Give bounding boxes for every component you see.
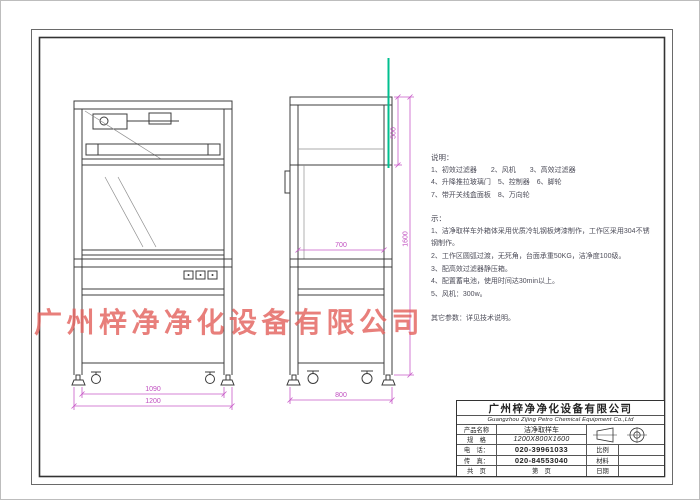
- notes-parts-line: 4、升降推拉玻璃门 5、控制器 6、脚轮: [431, 179, 562, 187]
- notes-parts-line: 1、初效过滤器 2、风机 3、高效过滤器: [431, 166, 576, 174]
- title-company-en: Guangzhou Zijing Petro Chemical Equipmen…: [457, 416, 664, 425]
- dim-front-inner-width-label: 1090: [145, 386, 161, 393]
- side-view: [284, 58, 396, 386]
- side-top-cap: [289, 96, 393, 106]
- spec-value: 1200X800X1600: [497, 435, 587, 446]
- scale-label: 比例: [587, 445, 619, 456]
- front-hepa-filter: [82, 143, 224, 166]
- notes-spec-line: 4、配置蓄电池，使用时间达30min以上。: [431, 278, 559, 286]
- dim-side-top-height-label: 500: [391, 127, 398, 139]
- notes-spec-line: 3、配高效过滤器静压箱。: [431, 265, 512, 273]
- notes-spec-line: 2、工作区圆弧过渡，无死角，台面承重50KG，洁净度100级。: [431, 252, 626, 260]
- notes-spec-line: 1、洁净取样车外箱体采用优质冷轧钢板烤漆制作，工作区采用304不锈钢制作。: [431, 227, 650, 248]
- notes-spec-line: 5、风机：300w。: [431, 290, 487, 298]
- product-name-value: 洁净取样车: [497, 425, 587, 436]
- spec-label: 规 格: [457, 435, 497, 446]
- date-label: 日期: [587, 465, 619, 476]
- front-feet-and-casters: [71, 371, 235, 386]
- side-lower-frame: [298, 288, 384, 364]
- pages-total-label: 共 页: [457, 465, 497, 476]
- front-fan-unit: [84, 110, 179, 160]
- front-top-cap: [73, 100, 233, 110]
- material-label: 材料: [587, 455, 619, 466]
- dim-side-inner-depth-label: 700: [335, 242, 347, 249]
- front-glass-door: [82, 176, 224, 256]
- projection-symbol-cell: [587, 425, 664, 446]
- page-number-label: 第 页: [497, 465, 587, 476]
- front-worktop: [74, 258, 232, 268]
- notes-parts-line: 7、带开关线盒面板 8、万向轮: [431, 191, 530, 199]
- dim-side-overall-height-label: 1600: [403, 231, 410, 247]
- date-value: [619, 466, 664, 476]
- notes-block: 说明： 1、初效过滤器 2、风机 3、高效过滤器 4、升降推拉玻璃门 5、控制器…: [431, 151, 651, 326]
- phone-value: 020-39961033: [497, 445, 587, 456]
- side-feet-and-casters: [286, 370, 396, 386]
- fax-label: 传 真：: [457, 455, 497, 466]
- notes-heading-specs: 示：: [431, 214, 446, 224]
- front-lower-frame: [82, 288, 224, 364]
- dim-front-overall-width-label: 1200: [145, 398, 161, 405]
- notes-heading-parts: 说明：: [431, 153, 454, 162]
- phone-label: 电 话：: [457, 445, 497, 456]
- drawing-border: [31, 29, 673, 485]
- side-door-handle: [284, 170, 291, 194]
- front-socket-panel: [183, 270, 218, 280]
- title-block: 广州梓净净化设备有限公司 Guangzhou Zijing Petro Chem…: [456, 400, 665, 477]
- front-view: [71, 100, 235, 386]
- side-worktop: [290, 258, 392, 268]
- title-company-cn: 广州梓净净化设备有限公司: [457, 401, 664, 416]
- fax-value: 020-84553040: [497, 455, 587, 466]
- product-name-label: 产品名称: [457, 425, 497, 436]
- scale-value: [619, 445, 664, 456]
- dimensions: 1090 1200 700 800 500: [71, 94, 414, 410]
- dim-side-depth-label: 800: [335, 392, 347, 399]
- first-angle-projection-icon: [592, 426, 647, 443]
- material-value: [619, 456, 664, 466]
- notes-other-params: 其它参数：详见技术说明。: [431, 315, 515, 323]
